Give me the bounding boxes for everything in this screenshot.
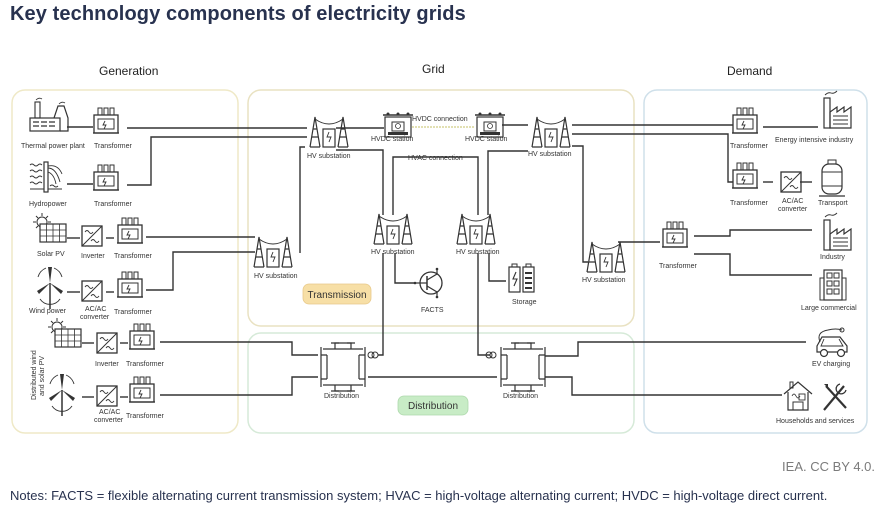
- section-title-generation: Generation: [99, 64, 159, 78]
- hydropower-icon: [29, 161, 63, 193]
- distribution-box: [247, 332, 635, 434]
- inverter-icon: [81, 225, 103, 247]
- hv-substation-label: HV substation: [254, 273, 298, 280]
- acac-converter-icon: [780, 171, 802, 193]
- transformer-icon: [92, 107, 120, 134]
- notes: Notes: FACTS = flexible alternating curr…: [10, 488, 828, 503]
- demand-box: [643, 89, 868, 434]
- coupling-icon: [485, 351, 497, 359]
- generation-box: [11, 89, 239, 434]
- industry-label: Industry: [820, 254, 845, 261]
- solar-pv-label: Solar PV: [37, 251, 65, 258]
- transformer-icon: [128, 323, 156, 350]
- tools-icon: [823, 383, 847, 411]
- transformer-label: Transformer: [114, 309, 153, 316]
- distribution-label: Distribution: [503, 393, 538, 400]
- transformer-icon: [116, 217, 144, 244]
- transformer-icon: [731, 162, 759, 189]
- hvdc-station-label: HVDC station: [465, 136, 508, 143]
- transformer-label: Transformer: [730, 200, 769, 207]
- page-title: Key technology components of electricity…: [10, 3, 466, 25]
- credit: IEA. CC BY 4.0.: [782, 459, 875, 474]
- facts-icon: [413, 267, 443, 299]
- section-title-grid: Grid: [422, 62, 445, 76]
- industry-icon: [823, 212, 852, 251]
- thermal-power-plant-icon: [29, 97, 69, 132]
- hv-substation-icon: [586, 241, 626, 273]
- transformer-label: Transformer: [94, 201, 133, 208]
- distribution-badge-label: Distribution: [408, 401, 458, 412]
- transport-label: Transport: [818, 200, 848, 207]
- section-title-demand: Demand: [727, 64, 773, 78]
- hv-substation-label: HV substation: [307, 153, 351, 160]
- storage-icon: [508, 263, 535, 293]
- large-commercial-label: Large commercial: [801, 305, 857, 312]
- distributed-wind-icon: [48, 373, 76, 417]
- transformer-label: Transformer: [659, 263, 698, 270]
- hv-substation-icon: [373, 213, 413, 245]
- connection-lines: [67, 124, 818, 398]
- acac-label-2: converter: [94, 417, 124, 424]
- transmission-box: [247, 89, 635, 327]
- ev-charging-label: EV charging: [812, 361, 850, 368]
- distributed-label-2: and solar PV: [39, 356, 46, 396]
- acac-label-2: converter: [778, 206, 808, 213]
- energy-industry-label: Energy intensive industry: [775, 137, 854, 144]
- transport-icon: [819, 159, 845, 197]
- acac-label-1: AC/AC: [85, 306, 106, 313]
- hvdc-station-icon: [382, 111, 414, 138]
- acac-label-1: AC/AC: [99, 409, 120, 416]
- acac-converter-icon: [96, 385, 118, 407]
- transformer-label: Transformer: [94, 143, 133, 150]
- hvac-connection-label: HVAC connection: [408, 155, 463, 162]
- inverter-icon: [96, 332, 118, 354]
- transformer-label: Transformer: [730, 143, 769, 150]
- inverter-label: Inverter: [81, 253, 105, 260]
- distribution-node-icon: [320, 342, 366, 392]
- distribution-node-icon: [500, 342, 546, 392]
- hvdc-connection-label: HVDC connection: [412, 116, 468, 123]
- hvdc-station-label: HVDC station: [371, 136, 414, 143]
- transformer-icon: [116, 271, 144, 298]
- hv-substation-icon: [309, 116, 349, 148]
- transformer-label: Transformer: [114, 253, 153, 260]
- distribution-badge: [397, 395, 469, 416]
- hv-substation-icon: [253, 236, 293, 268]
- transmission-badge: [302, 283, 372, 305]
- transformer-icon: [731, 107, 759, 134]
- wind-power-label: Wind power: [29, 308, 67, 315]
- hvdc-station-icon: [474, 111, 506, 138]
- distributed-solar-icon: [47, 317, 82, 348]
- inverter-label: Inverter: [95, 361, 119, 368]
- energy-intensive-industry-icon: [823, 90, 852, 129]
- acac-label-1: AC/AC: [782, 198, 803, 205]
- hv-substation-label: HV substation: [582, 277, 626, 284]
- hv-substation-icon: [531, 116, 571, 148]
- large-commercial-icon: [819, 269, 847, 301]
- distributed-label-1: Distributed wind: [31, 350, 38, 400]
- ev-charging-icon: [816, 327, 848, 358]
- transformer-icon: [661, 221, 689, 248]
- wind-turbine-icon: [36, 266, 64, 310]
- storage-label: Storage: [512, 299, 537, 306]
- hv-substation-label: HV substation: [371, 249, 415, 256]
- hv-substation-label: HV substation: [528, 151, 572, 158]
- distribution-label: Distribution: [324, 393, 359, 400]
- facts-label: FACTS: [421, 307, 444, 314]
- transmission-badge-label: Transmission: [307, 290, 366, 301]
- transformer-label: Transformer: [126, 361, 165, 368]
- households-label: Households and services: [776, 418, 855, 425]
- household-icon: [783, 381, 813, 411]
- hv-substation-label: HV substation: [456, 249, 500, 256]
- transformer-label: Transformer: [126, 413, 165, 420]
- transformer-icon: [128, 376, 156, 403]
- hv-substation-icon: [456, 213, 496, 245]
- coupling-icon: [367, 351, 379, 359]
- thermal-label: Thermal power plant: [21, 143, 85, 150]
- acac-converter-icon: [81, 280, 103, 302]
- hydropower-label: Hydropower: [29, 201, 67, 208]
- solar-pv-icon: [32, 212, 67, 243]
- acac-label-2: converter: [80, 314, 110, 321]
